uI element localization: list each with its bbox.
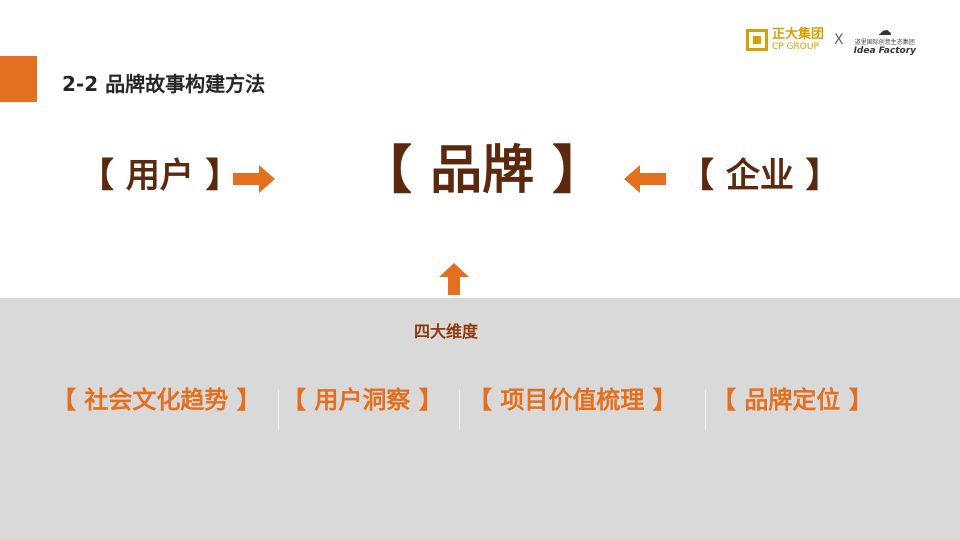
arrow-up-icon — [439, 263, 469, 295]
arrow-right-icon — [233, 165, 275, 193]
dimensions-panel — [0, 298, 960, 540]
logo-bar: 正大集团 CP GROUP X ☁ 道里国际创意生态集团 Idea Factor… — [745, 20, 916, 60]
enterprise-label: 【 企业 】 — [680, 156, 840, 196]
cp-group-logo: 正大集团 CP GROUP — [745, 27, 824, 52]
dimensions-title: 四大维度 — [414, 322, 479, 341]
dimension-item-project-value: 【 项目价值梳理 】 — [468, 386, 677, 414]
idea-factory-logo: ☁ 道里国际创意生态集团 Idea Factory — [854, 24, 916, 56]
brand-label: 【 品牌 】 — [360, 141, 605, 201]
cp-group-name-en: CP GROUP — [771, 42, 819, 52]
cp-group-icon — [745, 29, 768, 51]
arrow-left-icon — [624, 165, 666, 193]
logo-separator: X — [833, 32, 844, 48]
dimension-item-brand-positioning: 【 品牌定位 】 — [712, 386, 873, 414]
idea-factory-icon: ☁ — [877, 23, 892, 39]
accent-block — [0, 56, 37, 102]
section-title: 2-2 品牌故事构建方法 — [62, 72, 266, 96]
user-label: 【 用户 】 — [80, 156, 240, 196]
divider — [705, 390, 706, 430]
idea-factory-name-en: Idea Factory — [853, 46, 916, 56]
divider — [278, 390, 279, 430]
dimension-item-user-insight: 【 用户洞察 】 — [282, 386, 443, 414]
dimension-item-social-trend: 【 社会文化趋势 】 — [52, 386, 261, 414]
cp-group-name-cn: 正大集团 — [771, 27, 824, 42]
idea-factory-name-cn: 道里国际创意生态集团 — [854, 39, 915, 46]
divider — [459, 390, 460, 430]
